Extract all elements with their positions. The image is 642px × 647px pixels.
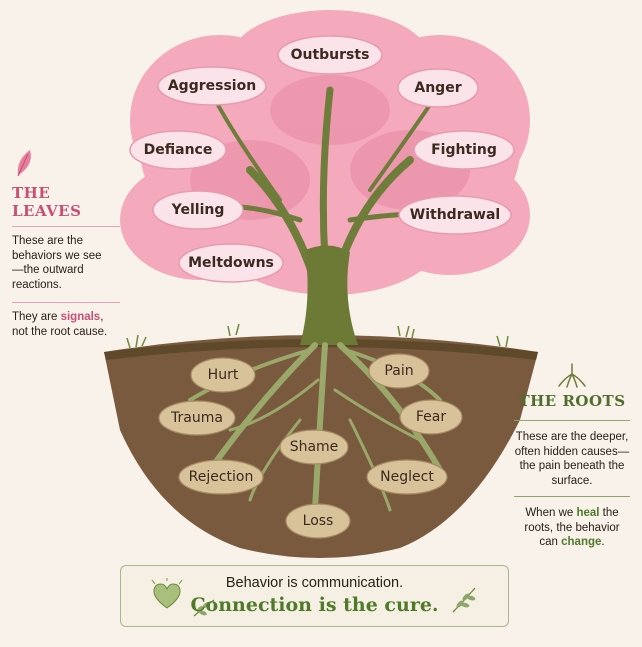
leaves-note: They are signals, not the root cause. bbox=[12, 311, 108, 338]
divider bbox=[12, 302, 120, 303]
leaf-shape bbox=[129, 130, 227, 170]
banner-line-2: Connection is the cure. bbox=[190, 594, 439, 616]
leaf-shape bbox=[178, 243, 284, 283]
stone bbox=[158, 400, 236, 436]
leaves-description: These are the behaviors we see—the outwa… bbox=[12, 235, 102, 291]
leaf-label-meltdowns: Meltdowns bbox=[188, 255, 274, 271]
root-label-fear: Fear bbox=[415, 409, 447, 425]
leaf-shape bbox=[152, 190, 244, 230]
root-label-pain: Pain bbox=[384, 363, 414, 379]
stone bbox=[279, 429, 349, 465]
stone bbox=[285, 503, 351, 539]
root-label-shame: Shame bbox=[289, 439, 339, 455]
leaf-shape bbox=[397, 68, 479, 108]
sprig-icon bbox=[452, 587, 476, 613]
heart-icon bbox=[151, 578, 183, 609]
roots-icon bbox=[558, 363, 586, 388]
stone bbox=[190, 357, 256, 393]
divider bbox=[12, 226, 120, 227]
stone bbox=[366, 459, 448, 495]
roots-description: These are the deeper, often hidden cause… bbox=[514, 431, 630, 487]
leaf-label-defiance: Defiance bbox=[143, 142, 213, 158]
leaf-shape bbox=[413, 130, 515, 170]
leaf-label-fighting: Fighting bbox=[431, 142, 497, 158]
tree-trunk bbox=[300, 245, 358, 345]
leaf-label-aggression: Aggression bbox=[167, 78, 257, 94]
root-label-hurt: Hurt bbox=[207, 367, 239, 383]
divider bbox=[514, 420, 630, 421]
message-banner: Behavior is communication. Connection is… bbox=[120, 565, 509, 627]
divider bbox=[514, 496, 630, 497]
leaf-label-anger: Anger bbox=[414, 80, 462, 96]
leaf-label-outbursts: Outbursts bbox=[290, 47, 370, 63]
root-label-trauma: Trauma bbox=[171, 410, 223, 426]
banner-line-1: Behavior is communication. bbox=[225, 575, 404, 591]
sprig-icon bbox=[193, 599, 215, 617]
leaf-label-withdrawal: Withdrawal bbox=[409, 207, 501, 223]
roots-note: When we heal the roots, the behavior can… bbox=[524, 507, 620, 548]
roots-heading: THE ROOTS bbox=[518, 392, 626, 410]
stone bbox=[178, 459, 264, 495]
leaves-heading: THE LEAVES bbox=[12, 184, 82, 220]
root-label-neglect: Neglect bbox=[380, 469, 434, 485]
leaf-icon bbox=[17, 150, 31, 177]
leaf-shape bbox=[277, 35, 383, 75]
leaf-shape bbox=[398, 195, 512, 235]
stone bbox=[368, 353, 430, 389]
root-label-loss: Loss bbox=[302, 513, 334, 529]
stone bbox=[399, 399, 463, 435]
root-label-rejection: Rejection bbox=[188, 469, 254, 485]
leaf-shape bbox=[157, 66, 267, 106]
leaves-panel: THE LEAVES These are the behaviors we se… bbox=[12, 148, 120, 339]
roots-panel: THE ROOTS These are the deeper, often hi… bbox=[514, 362, 630, 550]
leaf-label-yelling: Yelling bbox=[171, 202, 225, 218]
